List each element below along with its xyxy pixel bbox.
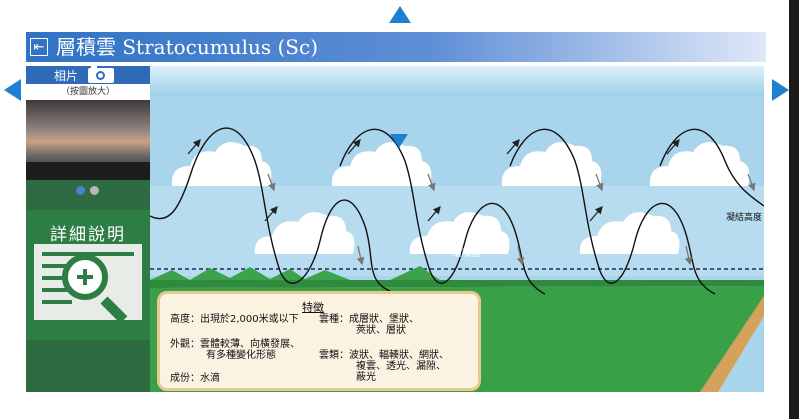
document-line	[42, 264, 72, 268]
info-variety-line1: 雲類：波狀、輻輳狀、網狀、	[319, 350, 449, 361]
rising-air-arrows	[187, 139, 680, 222]
info-height: 高度：出現於2,000米或以下	[170, 314, 299, 325]
cloud-row-lower	[254, 212, 680, 254]
rising-arrow	[589, 206, 603, 222]
condensation-level-label: 凝結高度	[726, 213, 763, 223]
window-edge	[789, 0, 799, 419]
cloud-photo-thumbnail[interactable]	[26, 100, 150, 180]
carousel-dot[interactable]	[90, 186, 99, 195]
sky-top	[150, 66, 764, 96]
characteristics-panel: 特徵 高度：出現於2,000米或以下 雲種：成層狀、堡狀、 莢狀、層狀 外觀：雲…	[157, 291, 481, 391]
info-variety-line3: 蔽光	[356, 372, 376, 383]
sidebar: 相片 （按圖放大） 詳細說明	[26, 65, 150, 392]
sinking-arrow	[427, 173, 436, 192]
pointer-marker-icon	[390, 134, 408, 148]
sinking-arrow	[516, 245, 525, 266]
detail-description-button[interactable]: 詳細說明	[26, 210, 150, 340]
sinking-arrow	[267, 173, 276, 192]
characteristics-title: 特徵	[302, 301, 324, 314]
cloud-2	[331, 142, 432, 186]
ground-edge	[150, 280, 764, 288]
sinking-arrow	[595, 173, 604, 192]
info-species-line2: 莢狀、層狀	[356, 325, 406, 336]
rising-arrow	[666, 139, 680, 155]
ground-side	[700, 296, 764, 392]
info-appearance-line1: 外觀：雲體較薄、向橫發展、	[170, 339, 300, 350]
cloud-label: 層積雲	[453, 249, 481, 259]
rising-arrow	[506, 139, 520, 155]
carousel-dot-active[interactable]	[76, 186, 85, 195]
plus-vertical	[83, 269, 87, 285]
nav-up-arrow-icon[interactable]	[389, 6, 411, 23]
photo-hint: （按圖放大）	[26, 84, 150, 100]
magnifier-plus-icon	[62, 254, 108, 300]
exit-arrow-icon[interactable]: ⇤	[30, 38, 48, 56]
page-title: 層積雲 Stratocumulus (Sc)	[56, 34, 318, 60]
sinking-arrow	[747, 173, 756, 192]
cloud-3	[501, 142, 602, 186]
detail-label: 詳細說明	[50, 225, 126, 245]
cloud-1	[171, 142, 272, 186]
camera-icon[interactable]	[88, 65, 114, 83]
rising-arrow	[187, 139, 201, 155]
nav-previous-arrow-icon[interactable]	[4, 79, 21, 101]
photo-label: 相片	[54, 69, 79, 83]
wave-left	[150, 127, 391, 292]
document-line	[42, 276, 68, 280]
rising-arrow	[264, 206, 278, 222]
document-line	[42, 288, 68, 292]
cloud-7	[579, 212, 680, 254]
wave-right	[509, 128, 716, 295]
info-species-line1: 雲種：成層狀、堡狀、	[319, 314, 419, 325]
cloud-6	[409, 212, 510, 254]
title-english: Stratocumulus (Sc)	[122, 35, 318, 59]
wave-middle	[339, 128, 546, 295]
info-composition: 成份：水滴	[170, 373, 220, 384]
cloud-5	[254, 212, 355, 254]
photo-button[interactable]: 相片	[26, 65, 150, 84]
title-bar: ⇤ 層積雲 Stratocumulus (Sc)	[26, 32, 766, 62]
nav-next-arrow-icon[interactable]	[772, 79, 789, 101]
info-appearance-line2: 有多種變化形態	[206, 350, 276, 361]
document-line	[42, 300, 72, 304]
cloud-4	[649, 142, 750, 186]
sinking-air-arrows	[267, 173, 756, 266]
rising-arrow	[347, 139, 361, 155]
sinking-arrow	[684, 245, 693, 266]
sinking-arrow	[356, 245, 365, 266]
title-chinese: 層積雲	[56, 35, 116, 59]
rising-arrow	[427, 206, 441, 222]
convection-waves	[150, 127, 764, 295]
cloud-row-upper	[171, 142, 750, 186]
info-variety-line2: 複雲、透光、漏隙、	[356, 361, 446, 372]
